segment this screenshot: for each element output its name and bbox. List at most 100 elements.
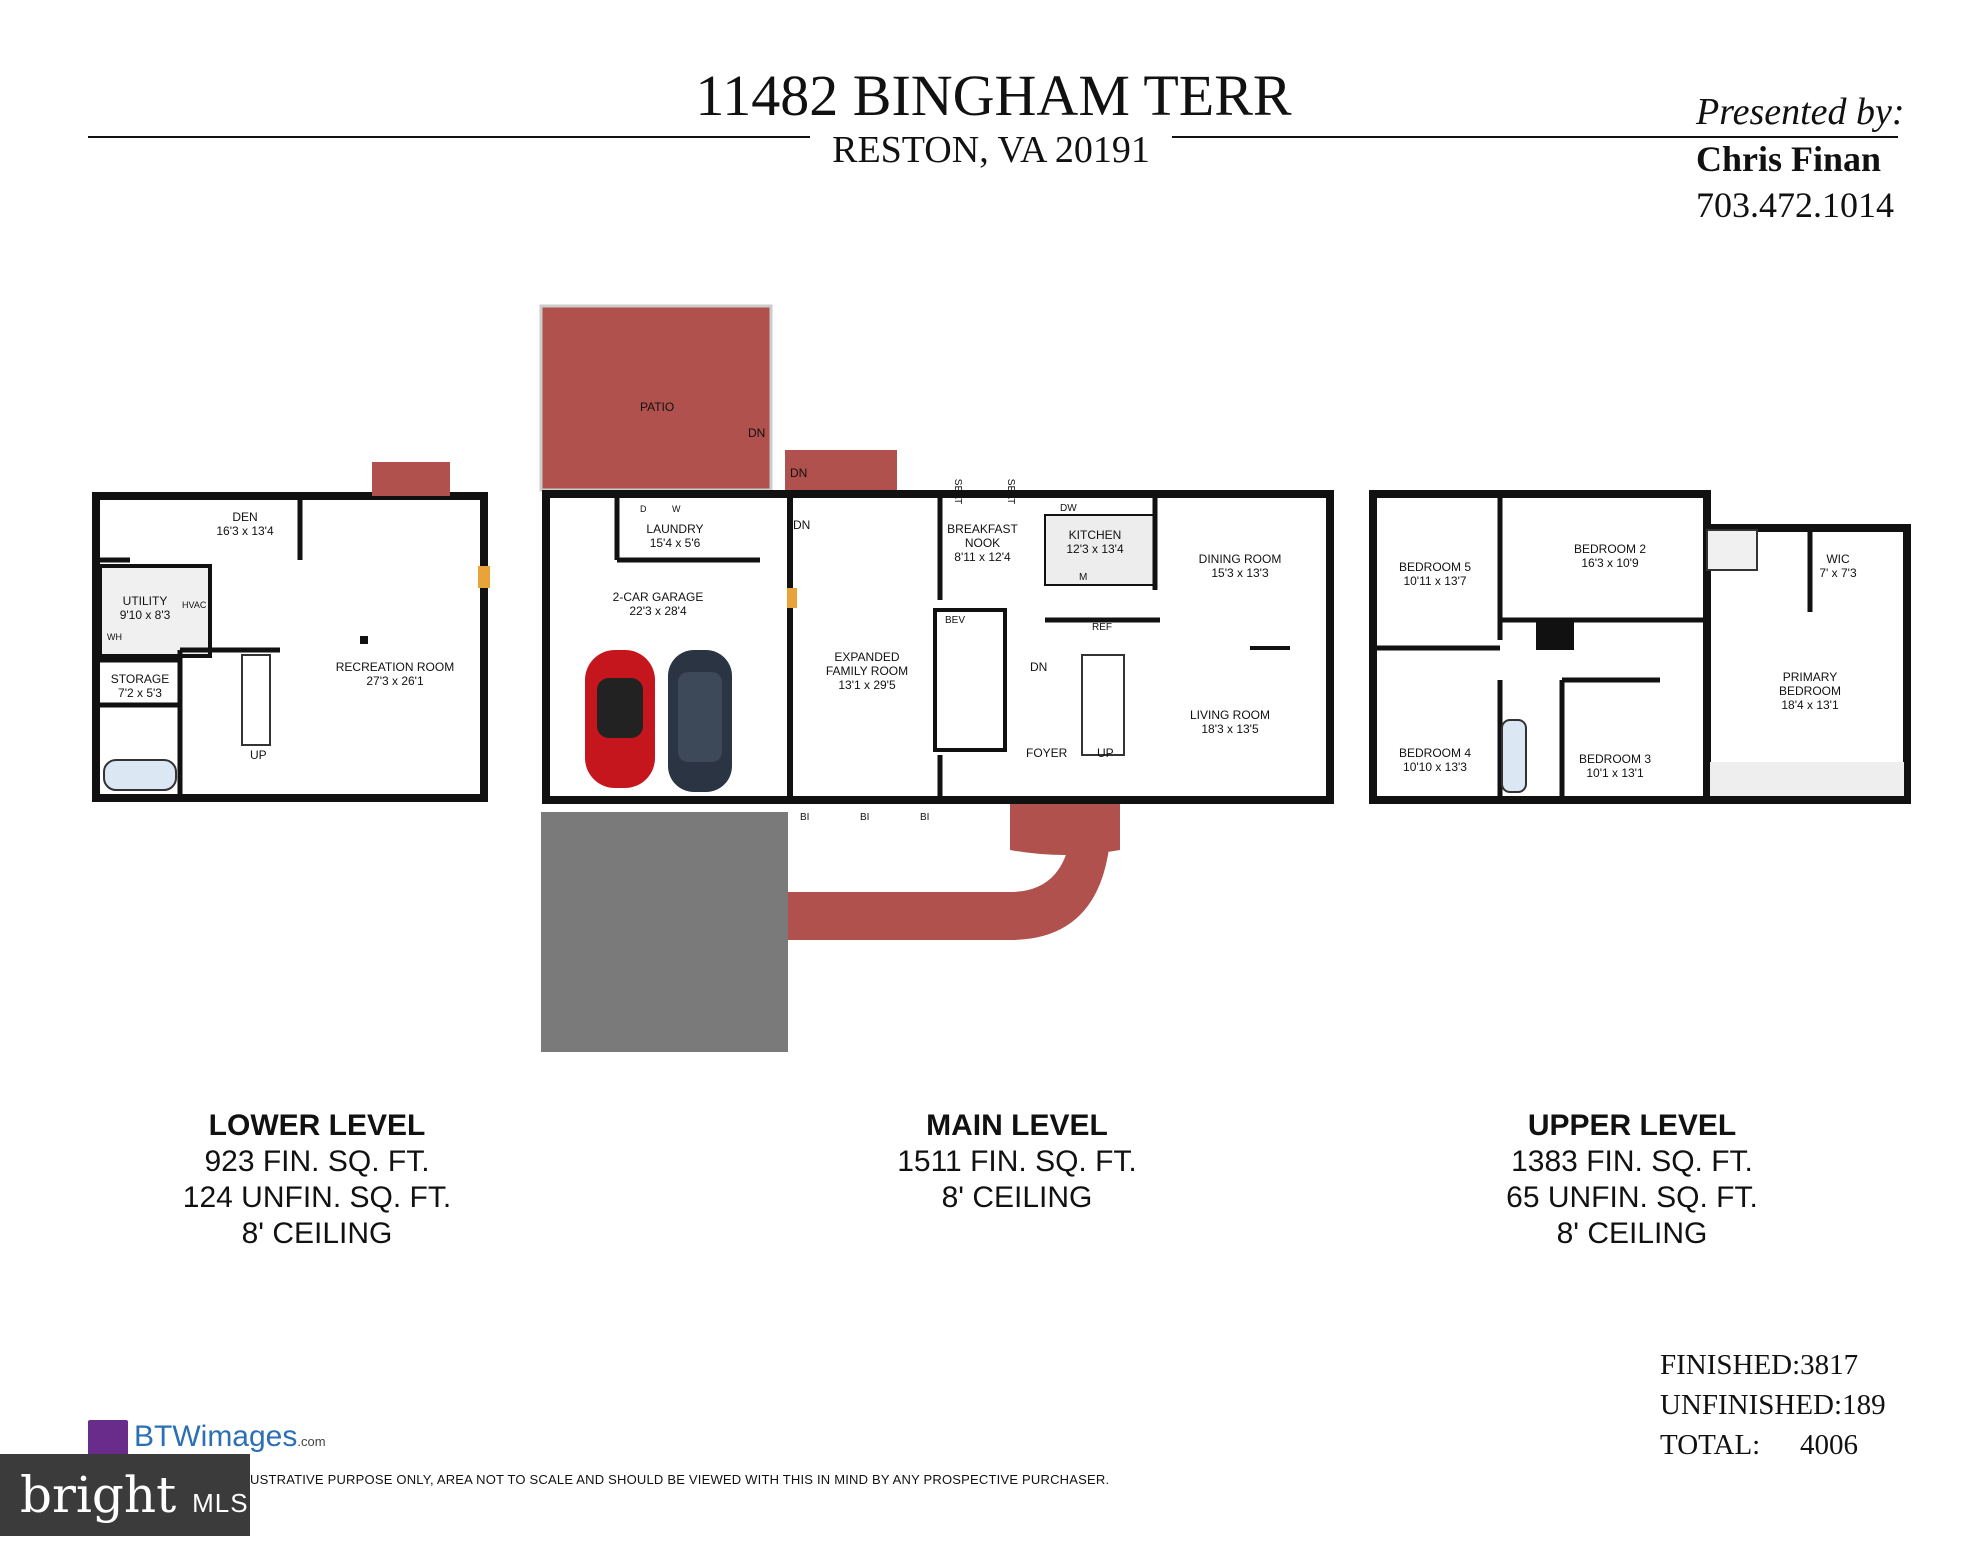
level-name: UPPER LEVEL bbox=[1527, 1109, 1737, 1142]
room-family: EXPANDED FAMILY ROOM 13'1 x 29'5 bbox=[812, 650, 922, 692]
front-steps bbox=[1010, 800, 1120, 855]
size: 8'11 x 12'4 bbox=[954, 550, 1011, 564]
disclaimer: USTRATIVE PURPOSE ONLY, AREA NOT TO SCAL… bbox=[250, 1472, 1110, 1487]
builtin-2: BI bbox=[860, 812, 870, 823]
microwave-label: M bbox=[1079, 572, 1088, 583]
room-laundry: LAUNDRY 15'4 x 5'6 bbox=[630, 522, 720, 550]
level-line: 8' CEILING bbox=[941, 1181, 1093, 1214]
room-primary-bedroom: PRIMARY BEDROOM 18'4 x 13'1 bbox=[1755, 670, 1865, 712]
size: 10'11 x 13'7 bbox=[1403, 574, 1467, 588]
level-name: MAIN LEVEL bbox=[926, 1109, 1108, 1142]
room-bedroom-4: BEDROOM 4 10'10 x 13'3 bbox=[1380, 746, 1490, 774]
refrigerator-label: REF bbox=[1092, 622, 1112, 633]
room-storage: STORAGE 7'2 x 5'3 bbox=[100, 672, 180, 700]
presented-by-label: Presented by: bbox=[1696, 91, 1905, 133]
label: BEDROOM 3 bbox=[1578, 752, 1651, 766]
lower-stoop bbox=[372, 462, 450, 496]
address-title: 11482 BINGHAM TERR bbox=[695, 63, 1292, 128]
bright-mls: MLS bbox=[192, 1488, 249, 1518]
label: BEDROOM bbox=[1778, 684, 1841, 698]
total-value: 4006 bbox=[1800, 1429, 1858, 1461]
total-row: TOTAL:4006 bbox=[1660, 1425, 1886, 1465]
label: WIC bbox=[1826, 552, 1850, 566]
label: RECREATION ROOM bbox=[335, 660, 455, 674]
city-subtitle: RESTON, VA 20191 bbox=[810, 128, 1172, 172]
dark-car bbox=[668, 650, 732, 792]
agent-phone: 703.472.1014 bbox=[1696, 185, 1894, 225]
finished-value: 3817 bbox=[1800, 1349, 1859, 1381]
red-car bbox=[585, 650, 655, 788]
unfinished-label: UNFINISHED: bbox=[1660, 1389, 1843, 1421]
size: 22'3 x 28'4 bbox=[629, 604, 687, 618]
label: BEDROOM 4 bbox=[1398, 746, 1471, 760]
level-line: 124 UNFIN. SQ. FT. bbox=[182, 1181, 452, 1214]
room-bedroom-3: BEDROOM 3 10'1 x 13'1 bbox=[1560, 752, 1670, 780]
bright-mls-logo: bright MLS bbox=[0, 1454, 250, 1536]
level-line: 65 UNFIN. SQ. FT. bbox=[1506, 1181, 1758, 1214]
bright-brand: bright bbox=[20, 1466, 177, 1524]
room-breakfast-nook: BREAKFAST NOOK 8'11 x 12'4 bbox=[940, 522, 1025, 564]
room-den: DEN 16'3 x 13'4 bbox=[190, 510, 300, 538]
foyer-label: FOYER bbox=[1026, 746, 1068, 760]
size: 27'3 x 26'1 bbox=[366, 674, 424, 688]
finished-row: FINISHED:3817 bbox=[1660, 1345, 1886, 1385]
btw-logo: BTWimages.com bbox=[88, 1420, 326, 1457]
label: PRIMARY bbox=[1782, 670, 1838, 684]
size: 10'10 x 13'3 bbox=[1403, 760, 1467, 774]
unfinished-value: 189 bbox=[1842, 1389, 1886, 1421]
main-level-summary: MAIN LEVEL 1511 FIN. SQ. FT. 8' CEILING bbox=[827, 1108, 1207, 1216]
unfinished-row: UNFINISHED:189 bbox=[1660, 1385, 1886, 1425]
patio-dn-label: DN bbox=[748, 426, 766, 440]
patio bbox=[539, 304, 773, 492]
lower-stairs-up: UP bbox=[250, 748, 267, 762]
dryer-label: D bbox=[640, 504, 647, 514]
builtin-1: BI bbox=[800, 812, 810, 823]
level-name: LOWER LEVEL bbox=[208, 1109, 426, 1142]
water-heater-label: WH bbox=[107, 632, 122, 642]
room-living: LIVING ROOM 18'3 x 13'5 bbox=[1170, 708, 1290, 736]
lower-outline bbox=[92, 492, 488, 802]
size: 18'3 x 13'5 bbox=[1201, 722, 1259, 736]
level-line: 923 FIN. SQ. FT. bbox=[204, 1145, 430, 1178]
room-bedroom-5: BEDROOM 5 10'11 x 13'7 bbox=[1380, 560, 1490, 588]
label: LAUNDRY bbox=[646, 522, 704, 536]
washer-label: W bbox=[672, 504, 681, 514]
size: 15'4 x 5'6 bbox=[649, 536, 701, 550]
hvac-label: HVAC bbox=[182, 600, 207, 610]
level-line: 8' CEILING bbox=[241, 1217, 393, 1250]
btw-logo-icon bbox=[88, 1420, 128, 1457]
seat-right-label: SEAT bbox=[1005, 478, 1017, 505]
garage-dn-label: DN bbox=[793, 518, 811, 532]
upper-level-plan bbox=[1369, 490, 1911, 804]
lower-level-plan bbox=[92, 462, 490, 802]
level-line: 8' CEILING bbox=[1556, 1217, 1708, 1250]
main-stairs-up: UP bbox=[1097, 746, 1114, 760]
btw-brand: BTWimages bbox=[134, 1420, 298, 1453]
label: 2-CAR GARAGE bbox=[612, 590, 704, 604]
rear-stoop bbox=[785, 450, 897, 494]
label: EXPANDED bbox=[834, 650, 900, 664]
label: DINING ROOM bbox=[1198, 552, 1282, 566]
label: FAMILY ROOM bbox=[825, 664, 909, 678]
label: BEDROOM 2 bbox=[1573, 542, 1646, 556]
dishwasher-label: DW bbox=[1060, 503, 1077, 514]
size: 10'1 x 13'1 bbox=[1586, 766, 1644, 780]
room-wic: WIC 7' x 7'3 bbox=[1808, 552, 1868, 580]
label: BREAKFAST bbox=[947, 522, 1018, 536]
size: 16'3 x 10'9 bbox=[1581, 556, 1639, 570]
size: 16'3 x 13'4 bbox=[216, 524, 274, 538]
size: 7' x 7'3 bbox=[1819, 566, 1857, 580]
size: 13'1 x 29'5 bbox=[838, 678, 896, 692]
beverage-label: BEV bbox=[945, 615, 966, 626]
room-bedroom-2: BEDROOM 2 16'3 x 10'9 bbox=[1555, 542, 1665, 570]
room-utility: UTILITY 9'10 x 8'3 bbox=[105, 594, 185, 622]
seat-left-label: SEAT bbox=[952, 478, 964, 505]
room-recreation: RECREATION ROOM 27'3 x 26'1 bbox=[320, 660, 470, 688]
level-line: 1383 FIN. SQ. FT. bbox=[1511, 1145, 1753, 1178]
label: STORAGE bbox=[110, 672, 170, 686]
label: UTILITY bbox=[122, 594, 168, 608]
size: 15'3 x 13'3 bbox=[1211, 566, 1269, 580]
size: 9'10 x 8'3 bbox=[119, 608, 171, 622]
